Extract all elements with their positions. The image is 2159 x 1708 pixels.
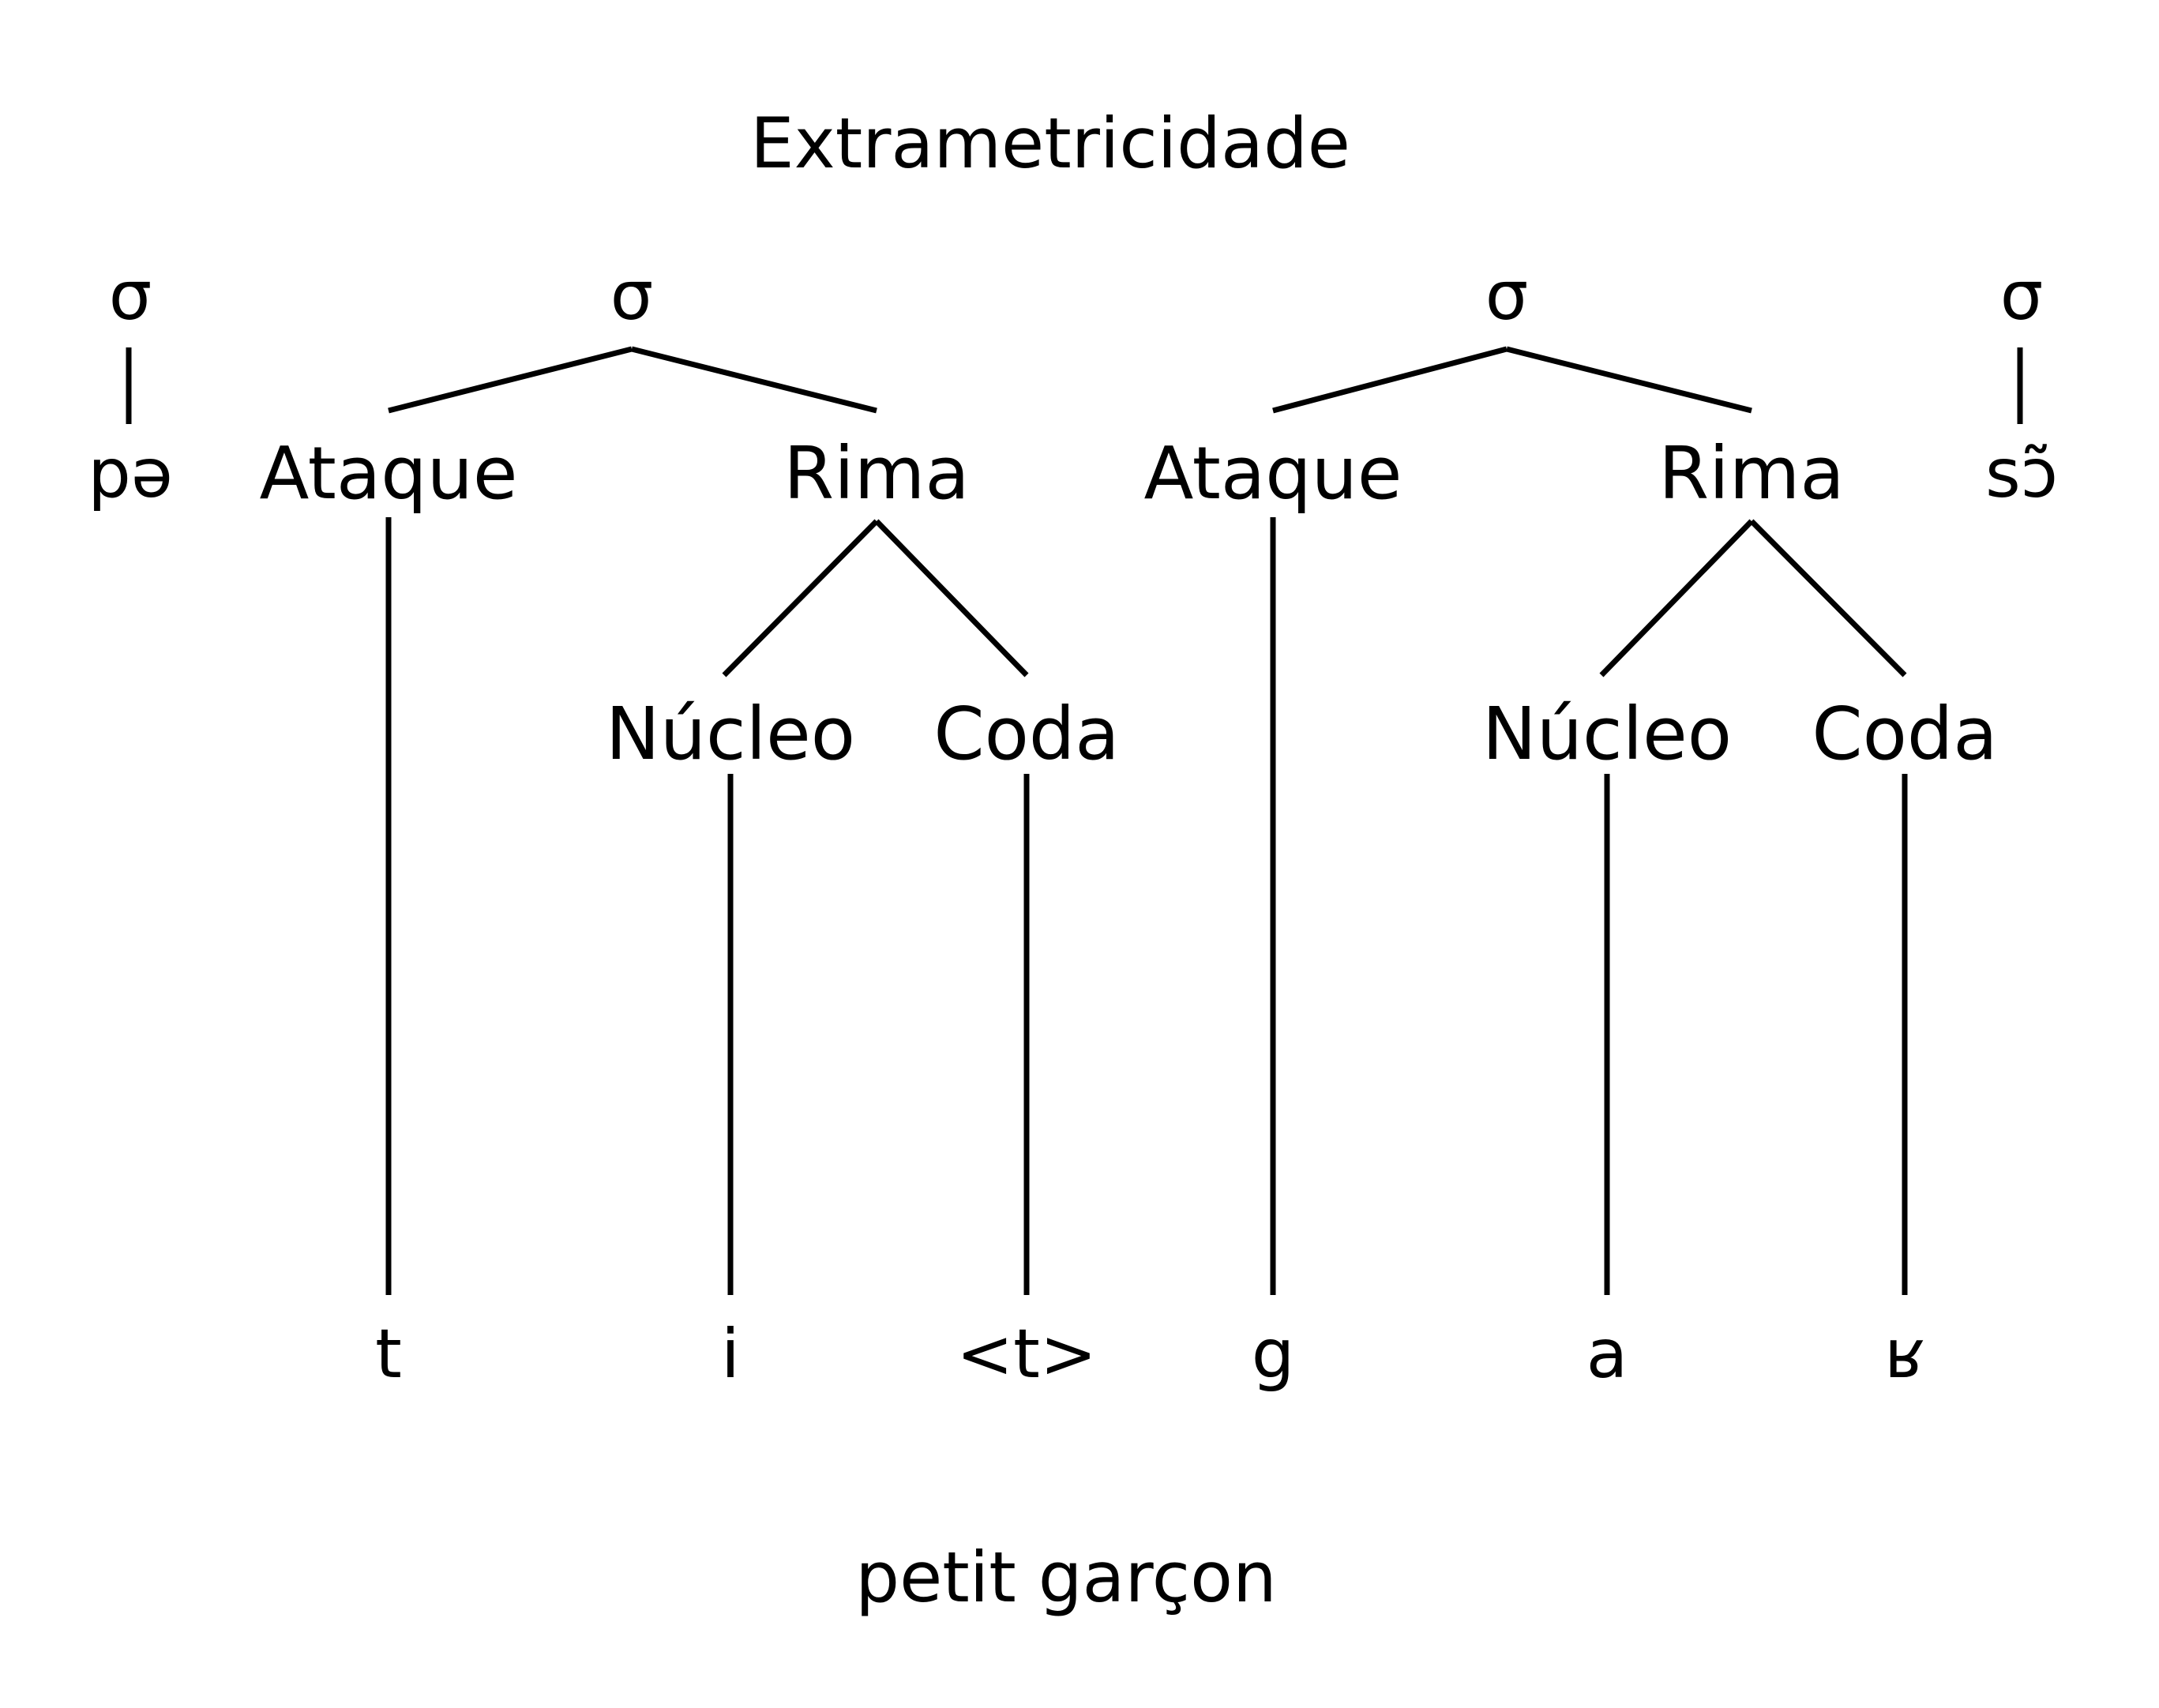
terminal-pe: pə bbox=[88, 434, 173, 513]
sigma-node-1: σ bbox=[108, 257, 152, 336]
edge-sigma2-to-rima1 bbox=[631, 346, 877, 414]
node-rima-1: Rima bbox=[783, 431, 970, 516]
terminal-r: ʁ bbox=[1884, 1315, 1925, 1394]
terminal-g: g bbox=[1251, 1315, 1295, 1394]
terminal-a: a bbox=[1586, 1315, 1628, 1394]
terminal-so: sɔ̃ bbox=[1984, 434, 2059, 513]
terminal-t: t bbox=[375, 1315, 402, 1394]
edge-rima2-to-coda2 bbox=[1749, 519, 1907, 678]
edge-rima1-to-coda1 bbox=[874, 519, 1029, 678]
terminal-extrametrical-t: <t> bbox=[956, 1315, 1097, 1394]
sigma-node-4: σ bbox=[1999, 257, 2044, 336]
terminal-i: i bbox=[721, 1315, 740, 1394]
sigma-node-3: σ bbox=[1485, 257, 1529, 336]
node-ataque-2: Ataque bbox=[1143, 431, 1402, 516]
edge-sigma3-to-rima2 bbox=[1506, 346, 1752, 414]
node-rima-2: Rima bbox=[1658, 431, 1845, 516]
node-nucleo-2: Núcleo bbox=[1481, 692, 1733, 776]
diagram-title: Extrametricidade bbox=[750, 103, 1350, 184]
edge-rima1-to-nucleo1 bbox=[722, 519, 879, 678]
edge-rima2-to-nucleo2 bbox=[1599, 519, 1754, 678]
node-coda-2: Coda bbox=[1812, 692, 1998, 776]
node-coda-1: Coda bbox=[933, 692, 1120, 776]
sigma-node-2: σ bbox=[610, 257, 654, 336]
edge-sigma3-to-ataque2 bbox=[1272, 346, 1508, 414]
node-ataque-1: Ataque bbox=[259, 431, 518, 516]
diagram-caption: petit garçon bbox=[855, 1537, 1277, 1618]
edge-sigma2-to-ataque1 bbox=[388, 346, 633, 414]
node-nucleo-1: Núcleo bbox=[605, 692, 856, 776]
